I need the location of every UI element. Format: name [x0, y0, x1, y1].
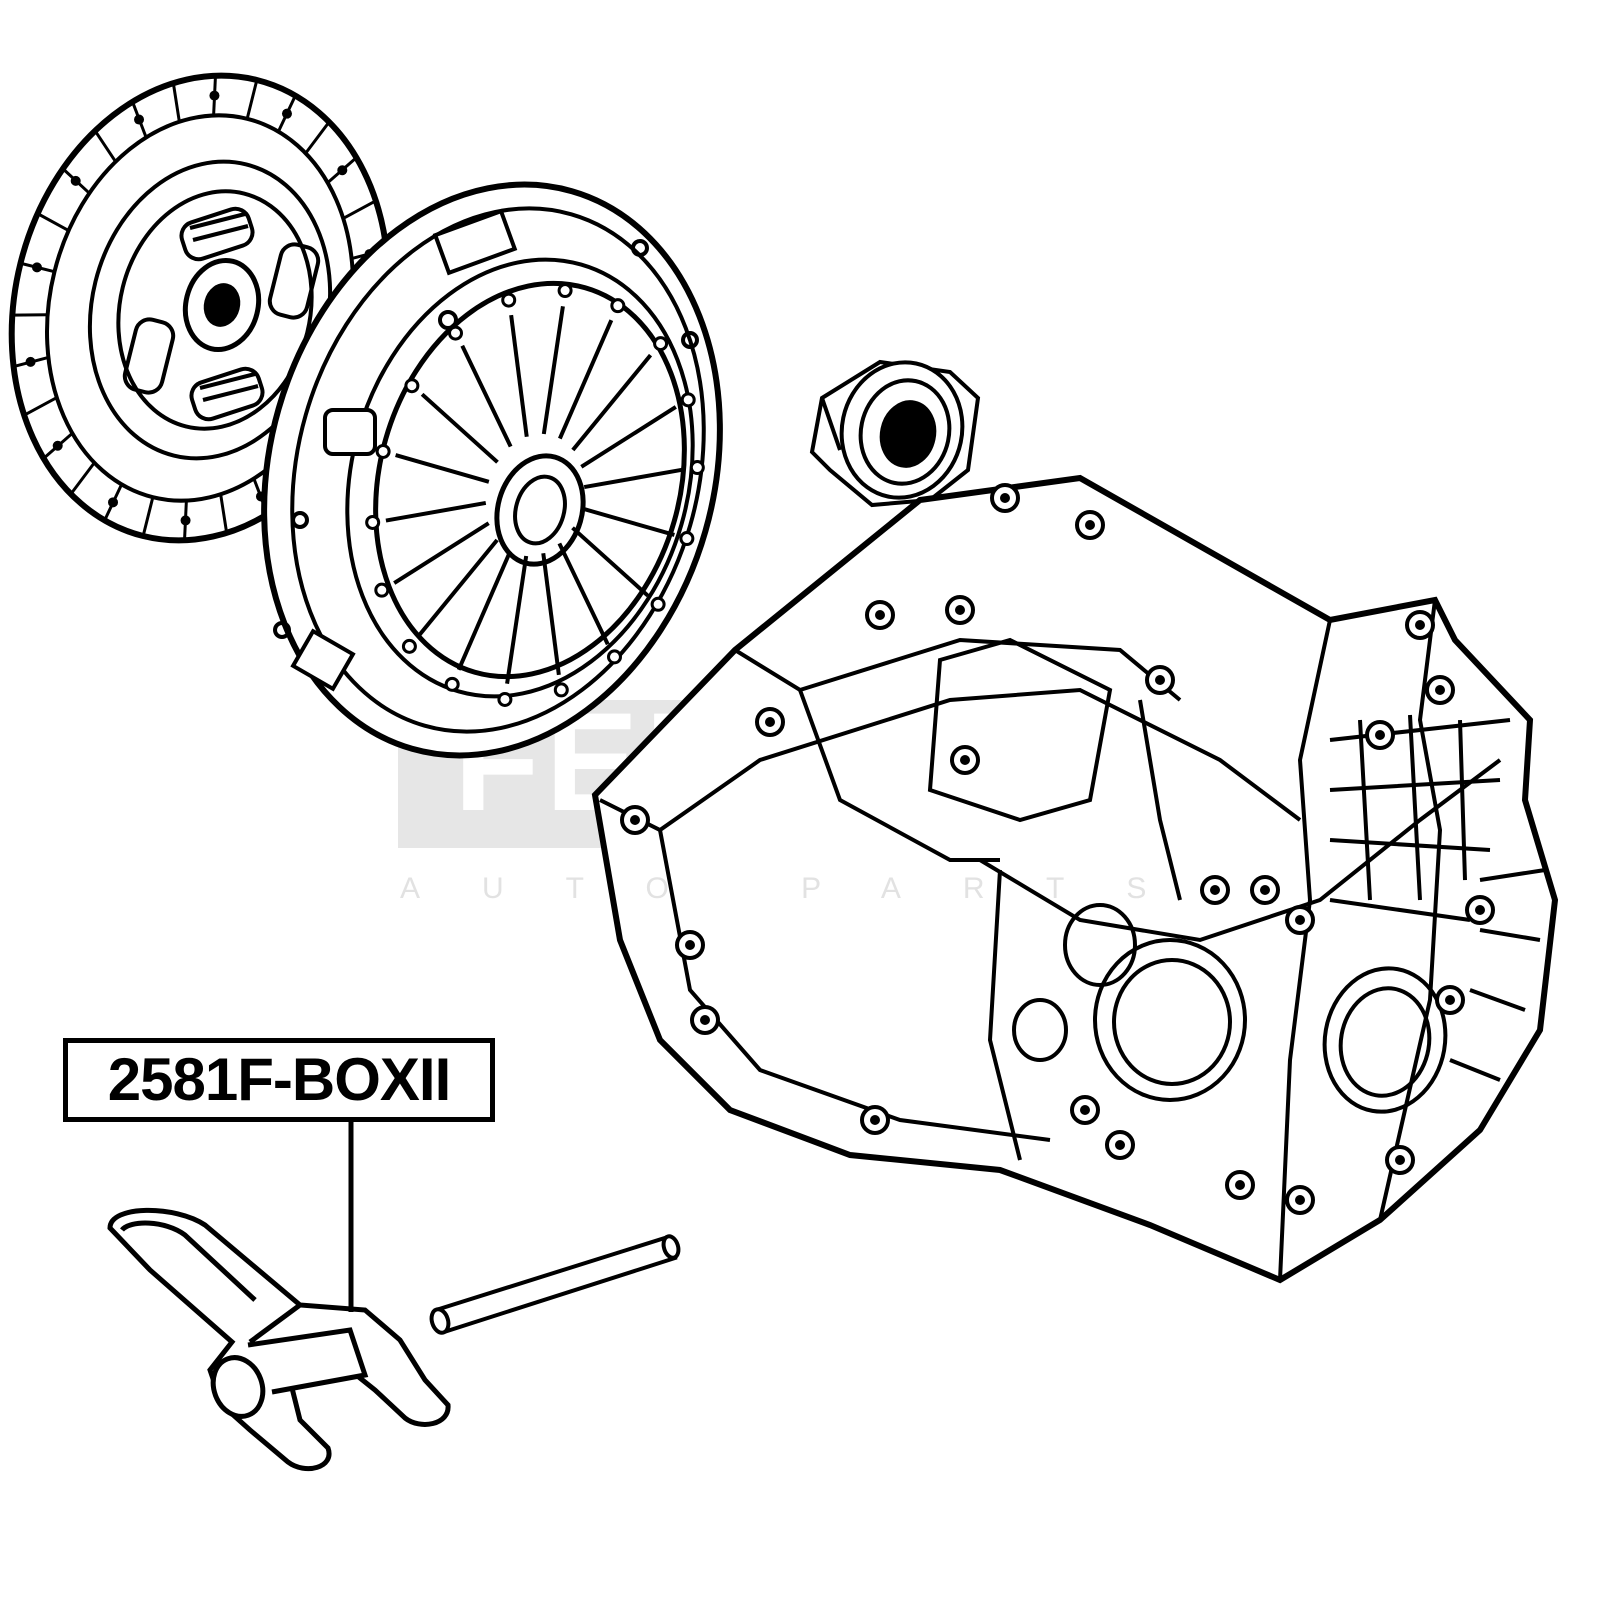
watermark-subtitle: AUTO PARTS — [400, 872, 1200, 906]
pivot-shaft — [429, 1234, 681, 1334]
release-bearing — [812, 351, 978, 509]
part-number-callout: 2581F-BOXII — [63, 1038, 495, 1122]
part-number-label: 2581F-BOXII — [108, 1050, 450, 1110]
release-fork — [110, 1210, 448, 1468]
